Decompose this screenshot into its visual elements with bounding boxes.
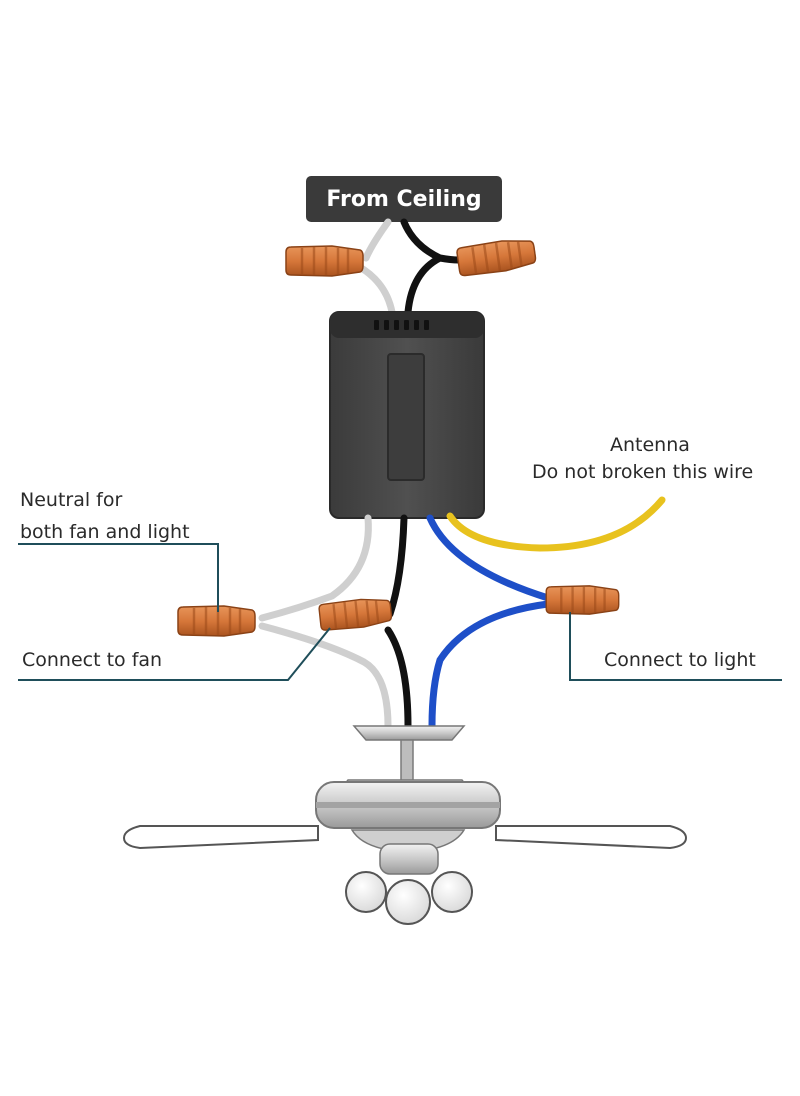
neutral-white-wire-out [258, 622, 392, 730]
light-globe-right [431, 871, 473, 913]
fan-blade-left [122, 825, 319, 850]
light-blue-wire-in [426, 514, 552, 602]
fan-canopy [352, 725, 466, 741]
ceiling-fan [122, 725, 688, 925]
fan-black-wire-out [384, 626, 412, 730]
receiver-vent-slots [374, 320, 429, 330]
light-leader-line [569, 612, 782, 681]
antenna-label: Antenna [610, 434, 690, 456]
neutral-leader-line [18, 543, 219, 612]
wire-connector-light [545, 584, 620, 616]
fan-black-wire-in [386, 514, 408, 618]
from-ceiling-header: From Ceiling [306, 176, 502, 222]
from-ceiling-label: From Ceiling [326, 187, 481, 212]
fan-leader-line [18, 627, 331, 681]
connect-light-label: Connect to light [604, 649, 756, 671]
wire-connector-fan [317, 595, 394, 633]
wire-connector-top-right [455, 235, 538, 279]
light-globe-center [385, 879, 431, 925]
neutral-white-wire-in [258, 514, 372, 622]
leader-lines [18, 543, 782, 681]
fan-downrod [400, 739, 414, 783]
light-kit-cap [379, 843, 439, 875]
light-globe-left [345, 871, 387, 913]
neutral-label-line1: Neutral for [20, 489, 122, 511]
light-blue-wire-out [428, 600, 552, 730]
receiver-label-slot [387, 353, 425, 481]
wire-connector-top-left [284, 244, 364, 278]
neutral-label-line2: both fan and light [20, 521, 190, 543]
fan-blade-right [495, 825, 688, 850]
lower-wires [258, 496, 666, 730]
connect-fan-label: Connect to fan [22, 649, 162, 671]
antenna-warning-label: Do not broken this wire [532, 461, 753, 483]
ceiling-wires [354, 218, 474, 316]
antenna-yellow-wire [446, 496, 666, 552]
wire-connector-neutral [176, 604, 256, 638]
receiver-module [329, 311, 485, 519]
